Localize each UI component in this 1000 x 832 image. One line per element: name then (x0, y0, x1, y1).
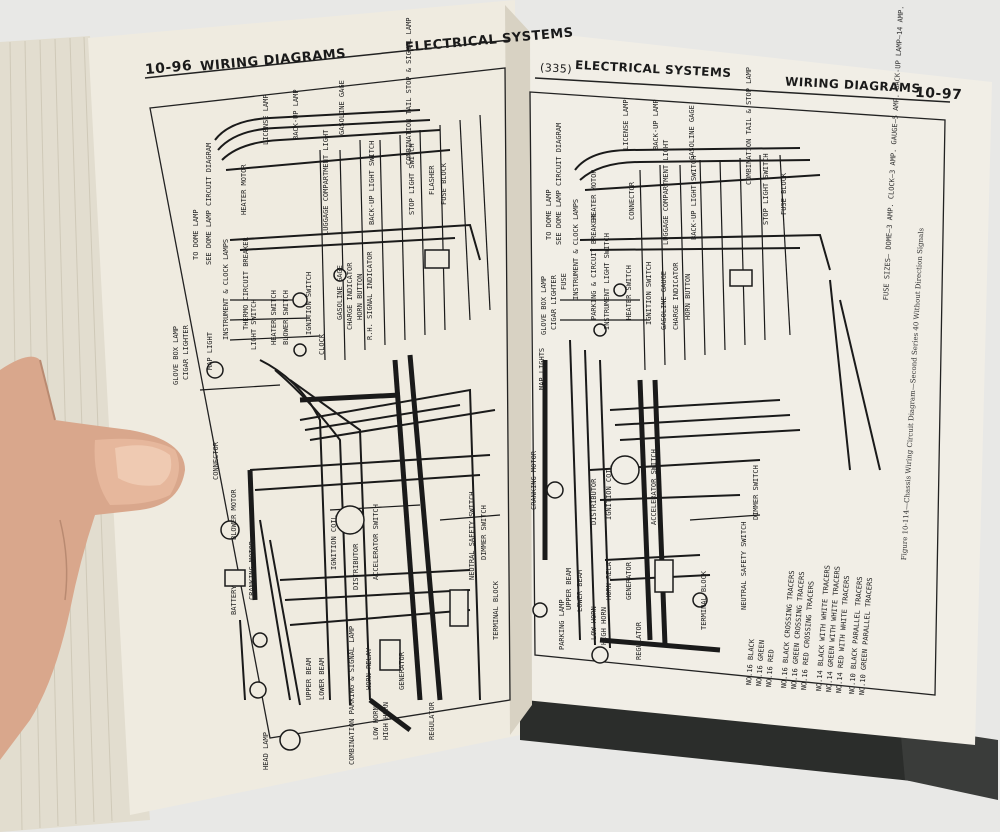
diagram-label: FLASHER (428, 165, 436, 195)
diagram-label: LIGHT SWITCH (250, 299, 258, 350)
diagram-label: LOW HORN (590, 606, 598, 640)
diagram-label: IGNITION SWITCH (645, 261, 653, 325)
diagram-label: CHARGE INDICATOR (672, 262, 680, 330)
diagram-label: CLOCK (318, 333, 326, 355)
right-page-ref: (335) (539, 61, 573, 76)
diagram-label: BACK-UP LAMP (292, 89, 300, 140)
right-page-number: 10-97 (914, 84, 963, 104)
diagram-label: GENERATOR (625, 562, 633, 600)
diagram-label: HEAD LAMP (262, 732, 270, 770)
diagram-label: LICENSE LAMP (262, 94, 270, 145)
diagram-label: TERMINAL BLOCK (700, 570, 708, 630)
diagram-label: HEATER SWITCH (625, 265, 633, 320)
diagram-label: TO DOME LAMP (545, 189, 553, 240)
diagram-label: GENERATOR (398, 652, 406, 690)
diagram-label: GLOVE BOX LAMP (540, 275, 548, 335)
diagram-label: CRANKING MOTOR (530, 450, 538, 510)
diagram-label: HORN RELAY (365, 647, 373, 690)
diagram-label: THERMO CIRCUIT BREAKER (242, 237, 250, 330)
diagram-label: REGULATOR (428, 702, 436, 740)
diagram-label: LUGGAGE COMPARTMENT LIGHT (322, 129, 330, 235)
diagram-label: GASOLINE GAUGE (660, 270, 668, 330)
diagram-label: STOP LIGHT SWITCH (762, 153, 770, 225)
diagram-label: BACK-UP LIGHT SWITCH (690, 155, 698, 240)
diagram-label: UPPER BEAM (305, 657, 313, 700)
diagram-label: MAP LIGHTS (538, 347, 546, 390)
thumbnail (115, 445, 172, 486)
diagram-label: UPPER BEAM (565, 567, 573, 610)
diagram-label: INSTRUMENT & CLOCK LAMPS (222, 238, 230, 340)
diagram-label: CHARGE INDICATOR (346, 262, 354, 330)
diagram-label: GLOVE BOX LAMP (172, 325, 180, 385)
diagram-label: COMBINATION TAIL STOP & SIGNAL LAMP (405, 17, 413, 165)
diagram-label: REGULATOR (635, 622, 643, 660)
diagram-label: HIGH HORN (382, 702, 390, 740)
diagram-label: TO DOME LAMP (192, 209, 200, 260)
diagram-label: DISTRIBUTOR (590, 478, 598, 525)
diagram-label: TERMINAL BLOCK (492, 580, 500, 640)
diagram-label: HEATER MOTOR (590, 169, 598, 220)
diagram-label: BLOWER MOTOR (230, 489, 238, 540)
diagram-label: FUSE BLOCK (780, 172, 788, 215)
diagram-label: DIMMER SWITCH (752, 465, 760, 520)
diagram-label: NEUTRAL SAFETY SWITCH (468, 491, 476, 580)
diagram-label: CIGAR LIGHTER (182, 325, 190, 380)
diagram-label: PARKING & CIRCUIT BREAKER (590, 214, 598, 320)
diagram-label: ACCELERATOR SWITCH (372, 504, 380, 580)
diagram-label: BACK-UP LAMP (652, 99, 660, 150)
diagram-label: FUSE (560, 273, 568, 290)
diagram-label: MAP LIGHT (206, 332, 214, 370)
diagram-label: LOWER BEAM (576, 569, 584, 612)
diagram-label: INSTRUMENT LIGHT SWITCH (603, 233, 611, 330)
diagram-label: HIGH HORN (600, 607, 608, 645)
diagram-label: GASOLINE GAGE (336, 265, 344, 320)
diagram-label: SEE DOME LAMP CIRCUIT DIAGRAM (555, 122, 563, 245)
diagram-label: CIGAR LIGHTER (550, 275, 558, 330)
diagram-label: IGNITION SWITCH (305, 271, 313, 335)
diagram-label: HEATER MOTOR (240, 164, 248, 215)
diagram-label: GASOLINE GAGE (338, 80, 346, 135)
diagram-label: BLOWER SWITCH (282, 290, 290, 345)
diagram-label: CRANKING MOTOR (248, 540, 256, 600)
diagram-label: LOWER BEAM (318, 657, 326, 700)
diagram-label: NEUTRAL SAFETY SWITCH (740, 521, 748, 610)
diagram-label: HORN RELAY (605, 557, 613, 600)
right-page (520, 30, 992, 745)
diagram-label: LICENSE LAMP (622, 99, 630, 150)
diagram-label: HEATER SWITCH (270, 290, 278, 345)
diagram-label: CONNECTOR (628, 182, 636, 220)
diagram-label: FUSE BLOCK (440, 162, 448, 205)
diagram-label: BACK-UP LIGHT SWITCH (368, 140, 376, 225)
diagram-label: HORN BUTTON (684, 273, 692, 320)
diagram-label: CONNECTOR (212, 442, 220, 480)
diagram-label: IGNITION COIL (605, 465, 613, 520)
diagram-label: DIMMER SWITCH (480, 505, 488, 560)
diagram-label: R.H. SIGNAL INDICATOR (366, 251, 374, 340)
diagram-label: DISTRIBUTOR (352, 543, 360, 590)
diagram-label: LOW HORN (372, 706, 380, 740)
diagram-label: INSTRUMENT & CLOCK LAMPS (572, 198, 580, 300)
diagram-label: ACCELERATOR SWITCH (650, 449, 658, 525)
diagram-label: GASOLINE GAGE (688, 105, 696, 160)
diagram-label: HORN BUTTON (356, 273, 364, 320)
diagram-label: COMBINATION PARKING & SIGNAL LAMP (348, 625, 356, 765)
binder (520, 690, 998, 790)
diagram-label: COMBINATION TAIL & STOP LAMP (745, 66, 753, 185)
diagram-label: BATTERY (230, 585, 238, 615)
diagram-label: LUGGAGE COMPARTMENT LIGHT (662, 139, 670, 245)
diagram-label: IGNITION COIL (330, 515, 338, 570)
diagram-label: SEE DOME LAMP CIRCUIT DIAGRAM (205, 142, 213, 265)
diagram-label: PARKING LAMP (558, 599, 566, 650)
